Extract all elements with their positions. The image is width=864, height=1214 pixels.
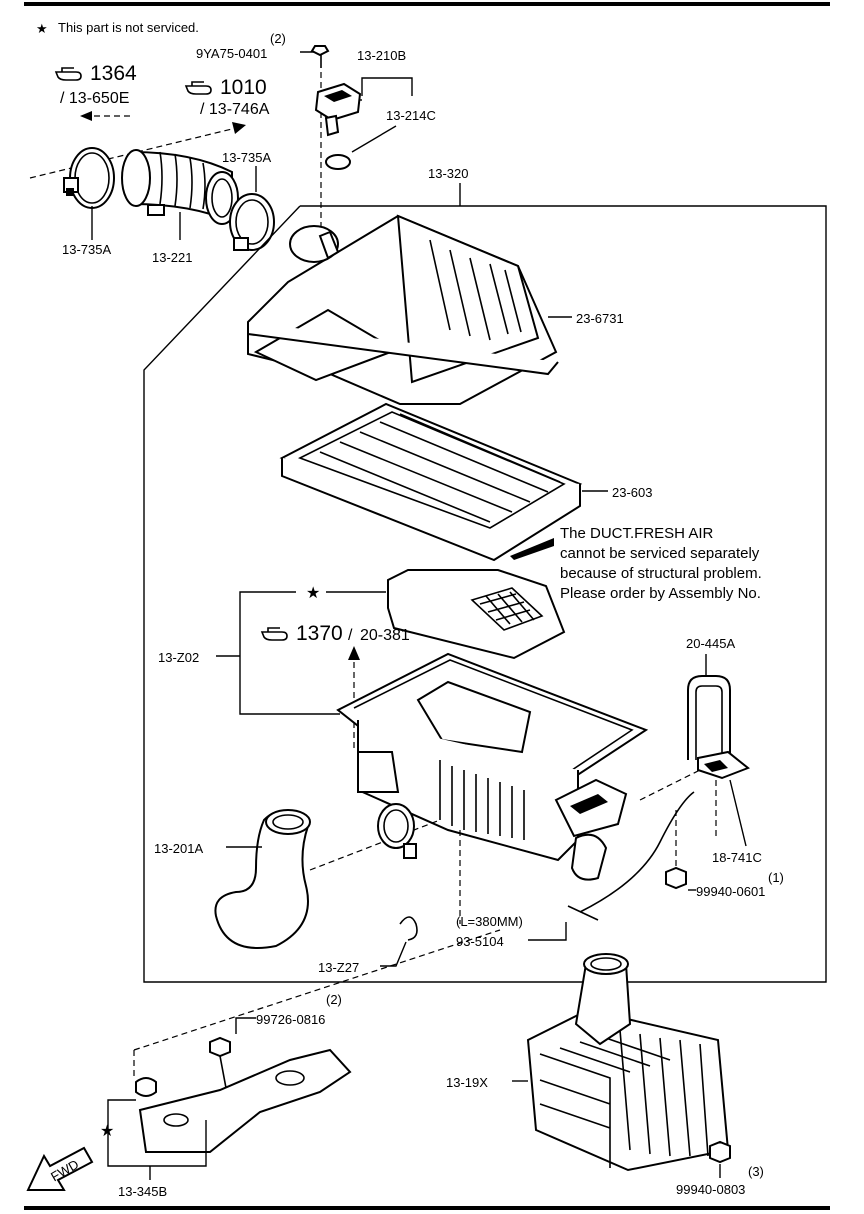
fresh-air-duct[interactable] <box>387 569 566 660</box>
bolt-top-label: 9YA75-0401 <box>196 46 267 61</box>
air-inlet-duct-13-201A[interactable] <box>214 809 311 949</box>
ref-1370[interactable]: 1370 / 20-381 <box>260 622 410 645</box>
label-13-201A: 13-201A <box>154 841 203 856</box>
clip-13-Z27[interactable] <box>399 916 418 941</box>
nut1-qty: (1) <box>768 870 784 885</box>
label-20-445A: 20-445A <box>686 636 735 651</box>
leader <box>528 922 567 941</box>
bolt-99726-0816[interactable] <box>209 1036 231 1089</box>
pointing-hand-icon <box>260 627 288 641</box>
leader-bracket <box>239 591 340 715</box>
resonator-13-19X[interactable] <box>526 953 730 1172</box>
air-filter-element[interactable] <box>279 402 583 562</box>
label-13-19X: 13-19X <box>446 1075 488 1090</box>
hose-clamp-case[interactable] <box>377 803 417 859</box>
top-rule <box>24 2 830 6</box>
intake-bellows-hose[interactable] <box>121 149 239 225</box>
star-icon: ★ <box>306 585 320 602</box>
ref-1370-sep: / <box>348 627 353 644</box>
solenoid-valve[interactable] <box>697 750 750 780</box>
label-99726-0816: 99726-0816 <box>256 1012 325 1027</box>
vacuum-hose-20-445A[interactable] <box>687 675 731 760</box>
legend-star-icon: ★ <box>36 21 48 36</box>
pointing-hand-icon <box>54 67 82 81</box>
pointing-hand-icon <box>184 81 212 95</box>
ref-1364-number: 1364 <box>90 62 137 85</box>
legend-text: This part is not serviced. <box>58 20 199 35</box>
label-13-735A-top: 13-735A <box>222 150 271 165</box>
leader <box>235 1017 256 1034</box>
guide-line <box>309 819 441 871</box>
label-13-221: 13-221 <box>152 250 192 265</box>
star-icon: ★ <box>100 1123 114 1140</box>
nut3-qty: (3) <box>748 1164 764 1179</box>
ref-1010-sub: / 13-746A <box>200 101 270 118</box>
note-line-3: because of structural problem. <box>560 565 762 582</box>
label-13-345B: 13-345B <box>118 1184 167 1199</box>
label-13-210B: 13-210B <box>357 48 406 63</box>
air-cleaner-cover[interactable] <box>247 214 559 405</box>
bolt-top[interactable] <box>310 45 330 68</box>
ref-1010-arrowhead <box>232 122 246 134</box>
hose-clamp-right[interactable] <box>229 193 275 251</box>
label-13-735A-left: 13-735A <box>62 242 111 257</box>
ref-1370-arrowhead <box>348 646 360 660</box>
bolt2-qty: (2) <box>326 992 342 1007</box>
air-cleaner-case[interactable] <box>336 652 649 881</box>
hose-clamp-left[interactable] <box>63 147 115 209</box>
label-99940-0803: 99940-0803 <box>676 1182 745 1197</box>
vacuum-hose-93-5104[interactable] <box>579 791 695 913</box>
bolt-top-qty: (2) <box>270 31 286 46</box>
label-18-741C: 18-741C <box>712 850 762 865</box>
bracket-13-345B[interactable] <box>135 1048 352 1153</box>
hose-length: (L=380MM) <box>456 914 523 929</box>
leader <box>729 779 747 847</box>
label-23-603: 23-603 <box>612 485 652 500</box>
guide-line <box>133 929 501 1051</box>
leader <box>380 941 407 967</box>
label-93-5104: 93-5104 <box>456 934 504 949</box>
label-23-6731: 23-6731 <box>576 311 624 326</box>
leader <box>361 77 413 96</box>
nut-99940-0803[interactable] <box>709 1140 731 1164</box>
guide-line <box>639 769 701 801</box>
ref-1364[interactable]: 1364 / 13-650E <box>54 62 137 107</box>
ref-1010-number: 1010 <box>220 76 267 99</box>
ref-1364-arrowhead <box>80 111 92 121</box>
ref-1010[interactable]: 1010 / 13-746A <box>184 76 270 118</box>
ref-1370-sub: 20-381 <box>360 627 410 644</box>
label-99940-0601: 99940-0601 <box>696 884 765 899</box>
label-13-320: 13-320 <box>428 166 468 181</box>
assembly-boundary <box>143 205 827 983</box>
note-line-2: cannot be serviced separately <box>560 545 760 562</box>
o-ring[interactable] <box>325 154 351 170</box>
leader-bracket <box>107 1099 207 1167</box>
ref-1370-number: 1370 <box>296 622 343 645</box>
note-line-4: Please order by Assembly No. <box>560 585 761 602</box>
airflow-sensor[interactable] <box>314 82 362 137</box>
ref-1364-sub: / 13-650E <box>60 90 129 107</box>
label-13-Z27: 13-Z27 <box>318 960 359 975</box>
label-13-214C: 13-214C <box>386 108 436 123</box>
nut-99940-0601[interactable] <box>665 866 687 890</box>
leader <box>351 125 397 153</box>
label-13-Z02: 13-Z02 <box>158 650 199 665</box>
bottom-rule <box>24 1206 830 1210</box>
note-pointer <box>510 538 554 560</box>
fwd-arrow-icon: FWD <box>26 1146 94 1191</box>
note-line-1: The DUCT.FRESH AIR <box>560 525 714 542</box>
